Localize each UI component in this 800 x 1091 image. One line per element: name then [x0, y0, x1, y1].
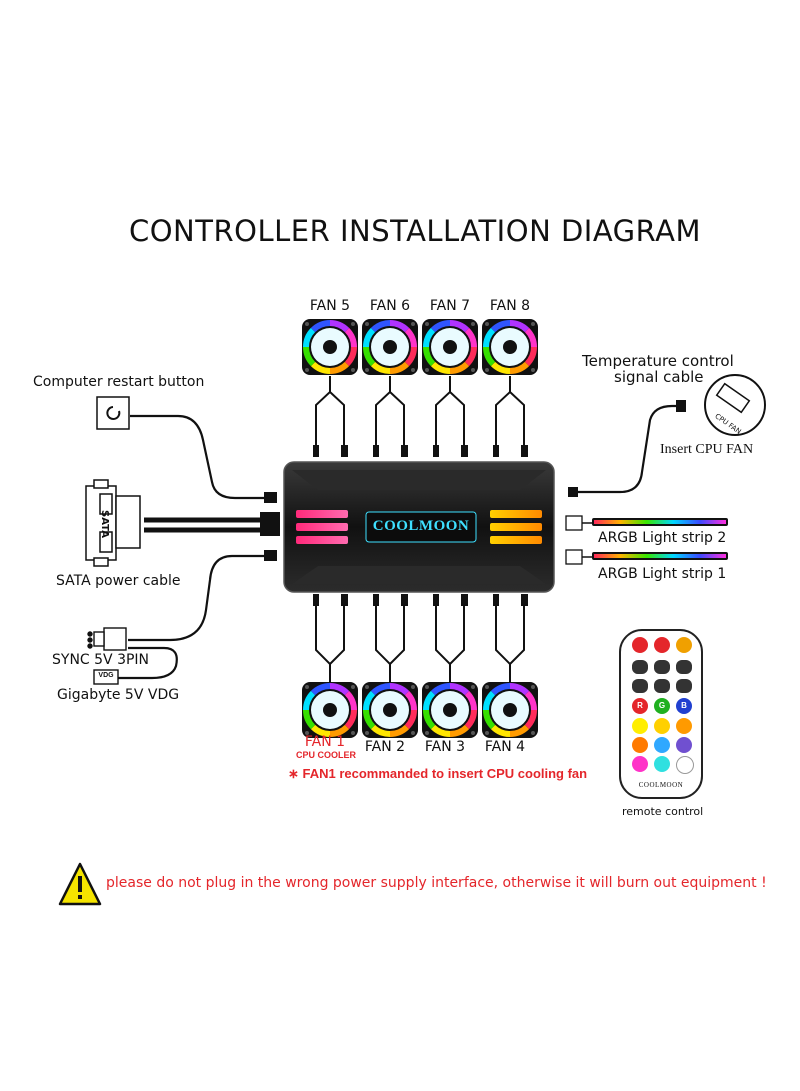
- restart-button-label: Computer restart button: [33, 374, 205, 390]
- remote-button: [676, 679, 692, 693]
- fan-label-top: FAN 5: [309, 298, 351, 314]
- rgb-fan-icon: [362, 319, 418, 375]
- remote-button: [654, 660, 670, 674]
- rgb-fan-icon: [482, 682, 538, 738]
- remote-button: [632, 660, 648, 674]
- rgb-fan-icon: [302, 682, 358, 738]
- warning-icon: [58, 862, 102, 906]
- left-cables: [118, 414, 266, 680]
- remote-button: [632, 637, 648, 653]
- sata-tag: SATA: [99, 510, 110, 538]
- page-title: CONTROLLER INSTALLATION DIAGRAM: [128, 214, 701, 248]
- argb-strip-2-label: ARGB Light strip 2: [598, 530, 727, 546]
- fan-label-bottom: FAN 2: [364, 739, 406, 755]
- bottom-fan-cables: [315, 605, 525, 682]
- remote-button: [676, 637, 692, 653]
- sata-connector-icon: [85, 479, 141, 567]
- left-plugs: [260, 492, 280, 561]
- rgb-fan-icon: [482, 319, 538, 375]
- temp-control-label-2: signal cable: [614, 368, 704, 386]
- restart-button-icon: [96, 396, 130, 430]
- sync-label: SYNC 5V 3PIN: [52, 652, 150, 668]
- vdg-connector-icon: [93, 669, 119, 685]
- argb-light-strip-2: [592, 518, 728, 526]
- remote-button: [676, 737, 692, 753]
- remote-button: [632, 718, 648, 734]
- fan1-cpu-cooler-label: CPU COOLER: [295, 750, 356, 760]
- fan-label-top: FAN 8: [489, 298, 531, 314]
- argb-strip-connectors: [565, 515, 583, 565]
- remote-control-icon: [619, 629, 703, 799]
- vdg-tag: VDG: [98, 672, 114, 679]
- rgb-fan-icon: [302, 319, 358, 375]
- argb-light-strip-1: [592, 552, 728, 560]
- gigabyte-label: Gigabyte 5V VDG: [57, 687, 180, 703]
- hub-brand-logo: COOLMOON: [372, 518, 470, 534]
- fan-label-bottom: FAN 3: [424, 739, 466, 755]
- remote-button: G: [654, 698, 670, 714]
- remote-button: [632, 679, 648, 693]
- remote-button: [654, 637, 670, 653]
- remote-caption: remote control: [622, 805, 704, 818]
- bottom-fan-plugs: [313, 594, 528, 606]
- remote-button: [632, 737, 648, 753]
- rgb-fan-icon: [422, 319, 478, 375]
- sync-3pin-connector-icon: [87, 627, 127, 651]
- remote-button: [654, 718, 670, 734]
- cpu-fan-header-icon: [704, 374, 766, 436]
- remote-button: [676, 660, 692, 674]
- right-cables: [575, 404, 680, 494]
- remote-button: [654, 737, 670, 753]
- top-fan-cables: [315, 376, 525, 445]
- fan1-note: ∗ FAN1 recommanded to insert CPU cooling…: [288, 766, 588, 781]
- warning-text: please do not plug in the wrong power su…: [106, 875, 767, 891]
- rgb-fan-icon: [362, 682, 418, 738]
- remote-button: [676, 718, 692, 734]
- controller-hub: [283, 461, 555, 593]
- remote-button: [676, 756, 694, 774]
- remote-button: [654, 756, 670, 772]
- remote-button: [654, 679, 670, 693]
- fan-label-top: FAN 6: [369, 298, 411, 314]
- remote-button: B: [676, 698, 692, 714]
- remote-button: [632, 756, 648, 772]
- fan-label-bottom: FAN 4: [484, 739, 526, 755]
- remote-button: R: [632, 698, 648, 714]
- fan-label-top: FAN 7: [429, 298, 471, 314]
- rgb-fan-icon: [422, 682, 478, 738]
- argb-strip-1-label: ARGB Light strip 1: [598, 566, 727, 582]
- insert-cpu-fan-label: Insert CPU FAN: [660, 442, 754, 457]
- top-fan-plugs: [313, 445, 528, 457]
- fan1-label: FAN 1: [304, 734, 346, 750]
- temp-control-label: Temperature control: [582, 352, 734, 370]
- remote-brand: COOLMOON: [638, 781, 684, 789]
- sata-cable-label: SATA power cable: [56, 573, 181, 589]
